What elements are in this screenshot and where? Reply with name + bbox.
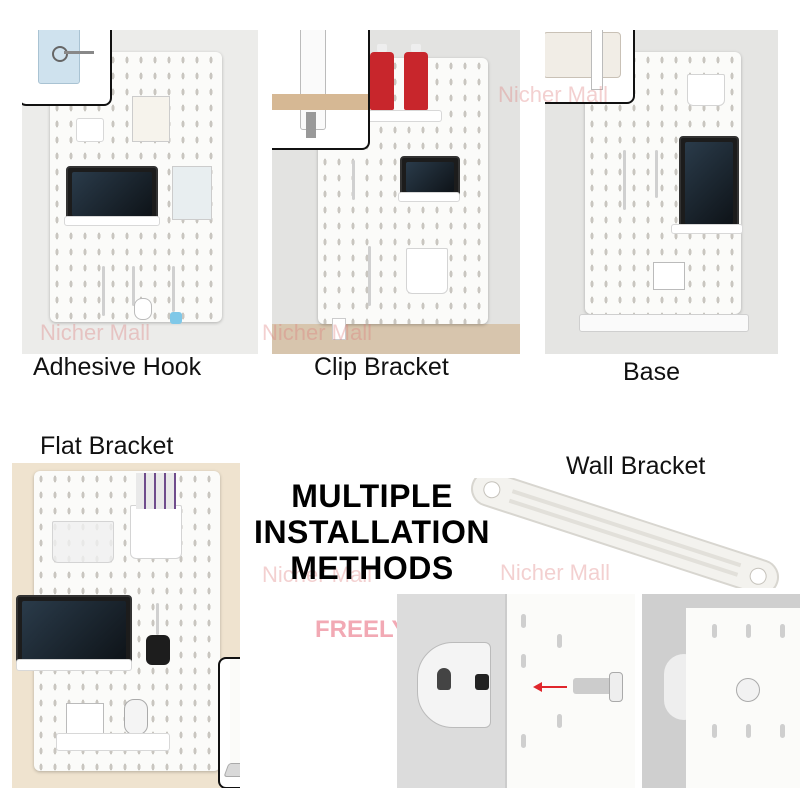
hook: [102, 266, 105, 316]
flat-bracket-inset: [218, 657, 240, 788]
screw-head: [736, 678, 760, 702]
hook: [368, 246, 371, 306]
keyhole: [437, 668, 451, 690]
peg-slot: [521, 654, 526, 668]
flat-bracket-photo: [12, 463, 240, 788]
phone-shelf: [398, 192, 460, 202]
freely-tagline: FREELY: [315, 616, 408, 643]
arrow-left-icon: [533, 682, 567, 692]
tablet: [66, 166, 158, 222]
screw: [573, 678, 613, 694]
note-card: [132, 96, 170, 142]
clear-box: [52, 521, 114, 563]
peg-slot: [746, 724, 751, 738]
headline-line: METHODS: [290, 550, 454, 586]
installation-headline: MULTIPLE INSTALLATION METHODS: [238, 478, 506, 586]
wall-bracket-detail-photo: [397, 594, 635, 788]
wall-mounted-board-photo: [642, 594, 800, 788]
keychain: [170, 312, 182, 324]
clip-bracket-photo: [272, 30, 520, 354]
clip-bracket-inset: [272, 30, 370, 150]
headline-line: MULTIPLE: [291, 478, 453, 514]
peg-slot: [780, 724, 785, 738]
hook: [352, 160, 355, 200]
wall-bracket-label: Wall Bracket: [566, 452, 706, 480]
board-edge: [591, 30, 603, 90]
bottom-tray: [56, 733, 170, 751]
top-shelf: [364, 110, 442, 122]
tablet: [16, 595, 132, 667]
adhesive-hook-label: Adhesive Hook: [33, 353, 202, 381]
hook: [655, 150, 658, 198]
watermark: Nicher Mall: [262, 562, 373, 587]
screw: [64, 51, 94, 54]
desk-edge: [272, 94, 368, 110]
notepad: [653, 262, 685, 290]
board-edge: [230, 659, 240, 765]
tablet-shelf: [64, 216, 160, 226]
peg-slot: [521, 734, 526, 748]
hook: [156, 603, 159, 635]
hook: [623, 150, 626, 210]
hook: [132, 266, 135, 306]
watch: [146, 635, 170, 665]
tablet-shelf: [16, 659, 132, 671]
base-photo: [545, 30, 778, 354]
headline-line: INSTALLATION: [254, 514, 490, 550]
base-inset: [545, 30, 635, 104]
peg-slot: [780, 624, 785, 638]
dark-screw: [475, 674, 489, 690]
storage-box: [687, 74, 725, 106]
base-stand-icon: [579, 314, 749, 332]
calendar: [66, 703, 104, 737]
adhesive-hook-photo: [22, 30, 258, 354]
watermark: Nicher Mall: [40, 320, 151, 345]
base-foot: [545, 32, 621, 78]
screw-head: [609, 672, 623, 702]
clamp-foot: [306, 112, 316, 138]
watermark: Nicher Mall: [262, 320, 373, 345]
adhesive-hook-inset: [22, 30, 112, 106]
clip-bracket-label: Clip Bracket: [314, 353, 449, 381]
photo-card: [172, 166, 212, 220]
markers: [136, 473, 176, 509]
tablet-shelf: [671, 224, 743, 234]
pen-cup: [406, 248, 448, 294]
pen-cup: [130, 505, 182, 559]
peg-slot: [746, 624, 751, 638]
hook: [172, 266, 175, 312]
base-label: Base: [623, 358, 680, 386]
peg-slot: [712, 724, 717, 738]
clip-base: [332, 318, 346, 340]
flat-bracket-label: Flat Bracket: [40, 432, 174, 460]
adhesive-hook-icon: [52, 46, 68, 62]
tablet: [679, 136, 739, 230]
shelf: [76, 118, 104, 142]
bottle: [404, 44, 428, 110]
peg-slot: [521, 614, 526, 628]
toy: [134, 298, 152, 320]
watermark: Nicher Mall: [498, 82, 609, 107]
flat-bracket-icon: [223, 763, 240, 777]
peg-slot: [557, 714, 562, 728]
peg-slot: [712, 624, 717, 638]
peg-slot: [557, 634, 562, 648]
desk-surface: [272, 324, 520, 354]
watermark: Nicher Mall: [500, 560, 611, 585]
adhesive-pad: [38, 30, 80, 84]
wall-bracket-icon: [470, 478, 780, 588]
bottle: [370, 44, 394, 110]
astronaut-figure: [124, 699, 148, 735]
